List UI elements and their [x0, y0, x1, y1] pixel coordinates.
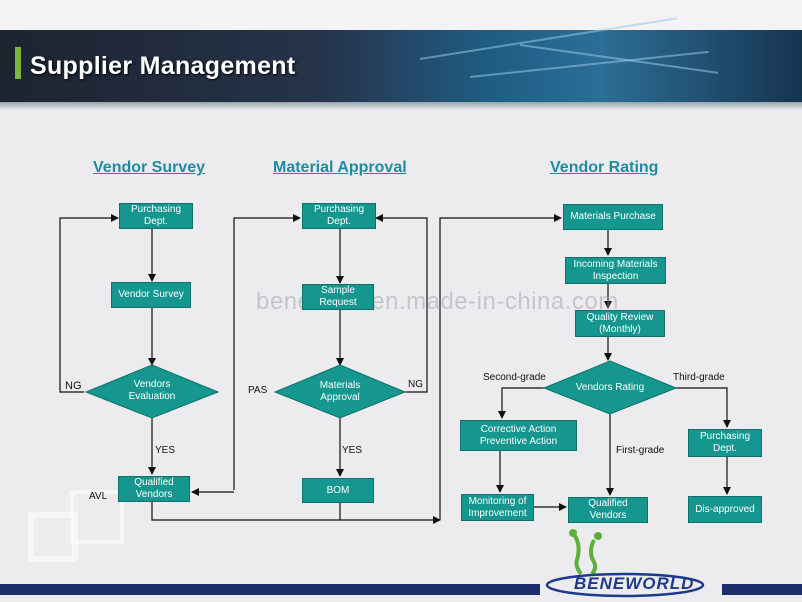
brand-wordmark: BENEWORLD — [574, 574, 695, 593]
connector — [439, 214, 562, 520]
label-ng-mid: NG — [408, 379, 423, 390]
decision-diamond-vendors-rating — [542, 360, 678, 415]
node-quality-review: Quality Review (Monthly) — [575, 310, 665, 337]
label-second-grade: Second-grade — [483, 372, 546, 383]
connector — [673, 387, 731, 428]
footer-bar-right — [722, 584, 802, 595]
header-divider — [0, 102, 802, 110]
node-bom: BOM — [302, 478, 374, 503]
label-pas: PAS — [248, 385, 268, 396]
connector — [233, 214, 301, 490]
node-incoming-inspection: Incoming Materials Inspection — [565, 257, 666, 284]
label-first-grade: First-grade — [616, 445, 665, 456]
decision-diamond-vendors-evaluation — [84, 364, 220, 419]
node-vendor-survey: Vendor Survey — [111, 282, 191, 308]
node-vs-purchasing-dept: Purchasing Dept. — [119, 203, 193, 229]
node-corrective-action: Corrective Action Preventive Action — [460, 420, 577, 451]
column-title-vendor-rating: Vendor Rating — [550, 159, 659, 176]
label-third-grade: Third-grade — [673, 372, 725, 383]
connector — [375, 214, 428, 393]
node-vr-qualified-vendors: Qualified Vendors — [568, 497, 648, 523]
node-vendors-evaluation: Vendors Evaluation — [128, 379, 176, 402]
node-monitoring-improvement: Monitoring of Improvement — [461, 494, 534, 521]
decision-diamond-materials-approval — [273, 364, 407, 419]
node-materials-purchase: Materials Purchase — [563, 204, 663, 230]
node-sample-request: Sample Request — [302, 284, 374, 310]
node-materials-approval: Materials Approval — [319, 380, 361, 403]
label-ng-left: NG — [65, 380, 82, 392]
header-banner — [0, 0, 802, 110]
decorative-square — [28, 512, 78, 562]
label-avl: AVL — [89, 491, 108, 502]
node-vr-purchasing-dept: Purchasing Dept. — [688, 429, 762, 457]
column-title-material-approval: Material Approval — [273, 159, 407, 176]
connector — [59, 214, 119, 393]
column-title-vendor-survey: Vendor Survey — [93, 159, 206, 176]
label-yes-left: YES — [155, 445, 176, 456]
title-accent-bar — [15, 47, 21, 79]
decorative-square — [70, 490, 124, 544]
node-vendors-rating: Vendors Rating — [575, 382, 645, 393]
beneworld-logo-icon — [545, 529, 705, 598]
node-dis-approved: Dis-approved — [688, 496, 762, 523]
page-title: Supplier Management — [30, 52, 296, 80]
connector — [151, 502, 441, 524]
node-vs-qualified-vendors: Qualified Vendors — [118, 476, 190, 502]
node-ma-purchasing-dept: Purchasing Dept. — [302, 203, 376, 229]
label-yes-mid: YES — [342, 445, 363, 456]
connector — [498, 387, 545, 419]
footer-bar-left — [0, 584, 540, 595]
